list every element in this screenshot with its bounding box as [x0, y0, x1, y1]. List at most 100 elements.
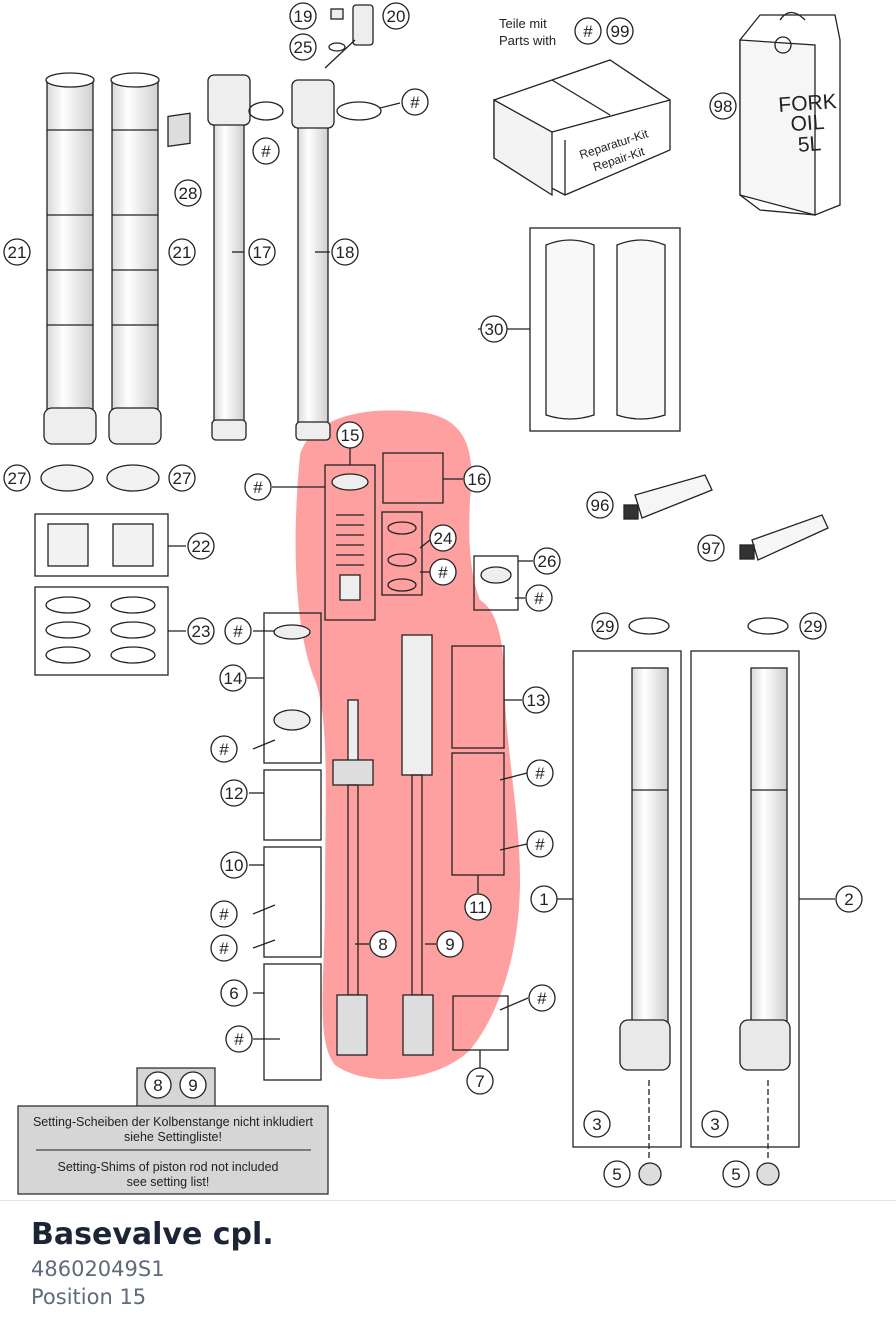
svg-text:#: # — [219, 905, 229, 924]
callout[interactable]: 10 — [220, 851, 248, 879]
callout[interactable]: 28 — [174, 179, 202, 207]
svg-text:25: 25 — [294, 38, 313, 57]
callout[interactable]: 29 — [799, 612, 827, 640]
callout[interactable]: 14 — [219, 664, 247, 692]
callout[interactable]: 96 — [586, 491, 614, 519]
outer-tube-right[interactable] — [108, 72, 162, 445]
svg-text:10: 10 — [225, 856, 244, 875]
callout[interactable]: 20 — [382, 2, 410, 30]
fork-leg-1[interactable] — [619, 667, 671, 1071]
callout[interactable]: 26 — [533, 547, 561, 575]
svg-text:21: 21 — [8, 243, 27, 262]
callout[interactable]: 1 — [530, 885, 558, 913]
callout[interactable]: 5 — [603, 1160, 631, 1188]
valve-bolt-box[interactable] — [263, 963, 322, 1081]
callout[interactable]: 15 — [336, 421, 364, 449]
clamp-right[interactable] — [106, 464, 160, 492]
valve-assembly-box[interactable] — [263, 612, 322, 764]
callout[interactable]: # — [224, 617, 252, 645]
svg-text:#: # — [535, 835, 545, 854]
fork-oil-can[interactable] — [739, 11, 841, 216]
callout[interactable]: # — [210, 934, 238, 962]
svg-text:98: 98 — [714, 97, 733, 116]
part-position: Position 15 — [31, 1285, 147, 1309]
callout[interactable]: 21 — [168, 238, 196, 266]
callout[interactable]: 5 — [722, 1160, 750, 1188]
callout[interactable]: # — [574, 17, 602, 45]
repair-kit-box[interactable] — [493, 59, 671, 197]
svg-text:9: 9 — [188, 1076, 197, 1095]
callout[interactable]: 27 — [168, 464, 196, 492]
piston-rod-8[interactable] — [332, 699, 374, 1056]
callout[interactable]: # — [252, 137, 280, 165]
inner-tube-17[interactable] — [207, 74, 251, 441]
callout[interactable]: 99 — [606, 17, 634, 45]
callout[interactable]: # — [210, 900, 238, 928]
callout[interactable]: 7 — [466, 1067, 494, 1095]
svg-text:1: 1 — [539, 890, 548, 909]
callout[interactable]: 3 — [701, 1110, 729, 1138]
callout[interactable]: 12 — [220, 779, 248, 807]
callout[interactable]: # — [244, 473, 272, 501]
svg-text:#: # — [534, 589, 544, 608]
callout[interactable]: # — [401, 88, 429, 116]
bushings-box[interactable] — [34, 513, 169, 577]
callout[interactable]: 24 — [429, 524, 457, 552]
svg-text:26: 26 — [538, 552, 557, 571]
svg-text:29: 29 — [804, 617, 823, 636]
grease-tube-96[interactable] — [623, 474, 713, 520]
svg-text:27: 27 — [173, 469, 192, 488]
grease-tube-97[interactable] — [739, 514, 829, 561]
svg-text:5: 5 — [612, 1165, 621, 1184]
screws-box[interactable] — [382, 452, 444, 504]
callout[interactable]: 8 — [369, 930, 397, 958]
rings-box[interactable] — [381, 511, 423, 596]
callout[interactable]: 27 — [3, 464, 31, 492]
callout[interactable]: 3 — [583, 1110, 611, 1138]
callout[interactable]: 19 — [289, 2, 317, 30]
callout[interactable]: 16 — [463, 465, 491, 493]
callout[interactable]: 6 — [220, 979, 248, 1007]
spring-assembly-box[interactable] — [451, 645, 505, 749]
spring-box[interactable] — [263, 769, 322, 841]
callout[interactable]: 98 — [709, 92, 737, 120]
callout[interactable]: 9 — [436, 930, 464, 958]
callouts: 19 20 25 # # 99 98 28 # 21 21 17 18 30 2… — [3, 2, 863, 1188]
callout[interactable]: # — [526, 759, 554, 787]
clamp-left[interactable] — [40, 464, 94, 492]
callout[interactable]: 23 — [187, 617, 215, 645]
callout[interactable]: # — [525, 584, 553, 612]
callout[interactable]: 22 — [187, 532, 215, 560]
fork-leg-2[interactable] — [739, 667, 791, 1071]
piston-rod-9[interactable] — [401, 634, 434, 1056]
svg-text:96: 96 — [591, 496, 610, 515]
piston-box[interactable] — [263, 846, 322, 958]
cap-box[interactable] — [473, 555, 519, 611]
callout[interactable]: 30 — [480, 315, 508, 343]
callout[interactable]: 18 — [331, 238, 359, 266]
outer-tube-left[interactable] — [43, 72, 97, 445]
callout[interactable]: 29 — [591, 612, 619, 640]
inner-tube-18[interactable] — [291, 79, 335, 441]
callout[interactable]: # — [528, 984, 556, 1012]
svg-text:16: 16 — [468, 470, 487, 489]
svg-text:#: # — [219, 740, 229, 759]
svg-text:9: 9 — [445, 935, 454, 954]
callout[interactable]: # — [225, 1025, 253, 1053]
callout[interactable]: 13 — [522, 686, 550, 714]
callout[interactable]: 11 — [464, 893, 492, 921]
callout[interactable]: 17 — [248, 238, 276, 266]
o-ring — [248, 101, 284, 121]
callout[interactable]: 2 — [835, 885, 863, 913]
callout[interactable]: 97 — [697, 534, 725, 562]
callout[interactable]: # — [210, 735, 238, 763]
note-en-1: Setting-Shims of piston rod not included — [58, 1160, 279, 1174]
callout[interactable]: # — [526, 830, 554, 858]
svg-text:15: 15 — [341, 426, 360, 445]
callout[interactable]: 25 — [289, 33, 317, 61]
callout[interactable]: 21 — [3, 238, 31, 266]
note-de-1: Setting-Scheiben der Kolbenstange nicht … — [33, 1115, 314, 1129]
svg-text:2: 2 — [844, 890, 853, 909]
note-de-2: siehe Settingliste! — [124, 1130, 222, 1144]
callout[interactable]: # — [429, 558, 457, 586]
